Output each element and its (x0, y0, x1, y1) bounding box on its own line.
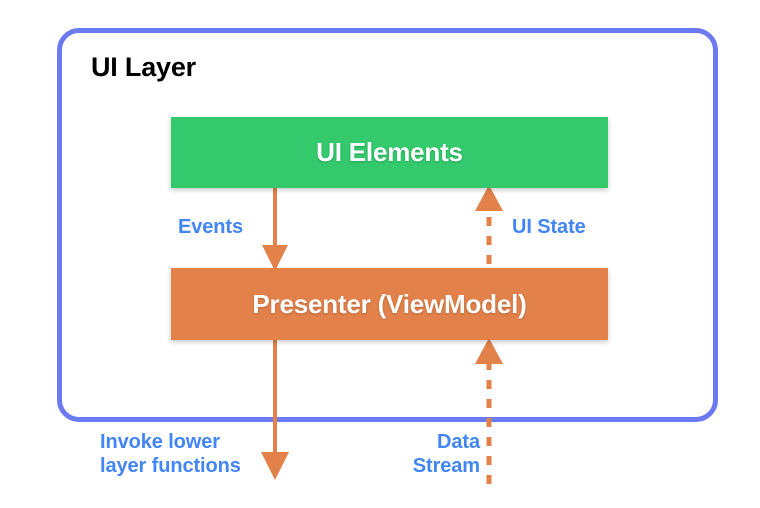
connector-label-data-stream: Data Stream (412, 431, 480, 477)
connector-label-events: Events (178, 216, 243, 238)
connector-label-ui-state: UI State (512, 216, 586, 238)
ui-layer-title: UI Layer (91, 52, 196, 82)
connector-label-invoke-lower-layer: Invoke lower layer functions (100, 431, 241, 477)
box-ui-elements-label: UI Elements (316, 137, 463, 167)
ui-layer-container (57, 28, 718, 422)
box-ui-elements[interactable]: UI Elements (171, 117, 608, 188)
box-presenter[interactable]: Presenter (ViewModel) (171, 268, 608, 340)
box-presenter-label: Presenter (ViewModel) (252, 288, 527, 319)
